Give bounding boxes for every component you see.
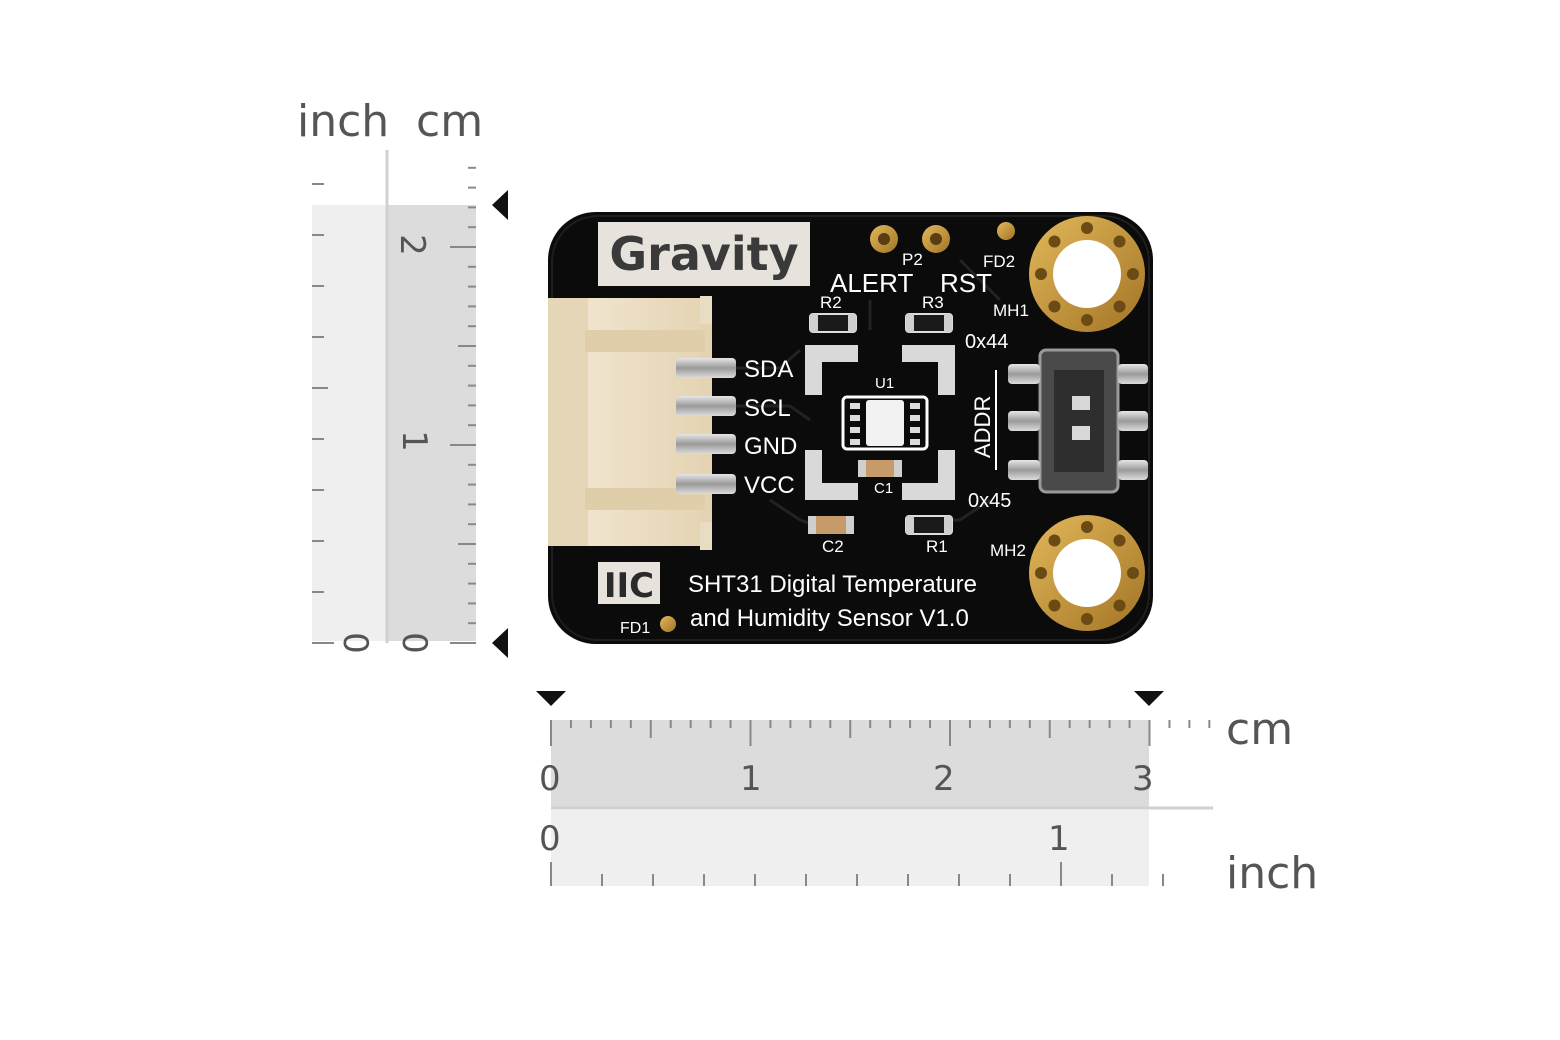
address-slide-switch [1038,348,1120,494]
chip-pad [910,415,920,421]
label-0x44: 0x44 [965,331,1008,353]
horizontal-ruler-unit-inch: inch [1226,848,1319,899]
capacitor-c1 [858,460,902,477]
switch-pad [1118,364,1148,384]
label-addr: ADDR [970,396,995,458]
triangle-marker-left [536,691,566,706]
via [1113,599,1126,612]
fd1-fiducial [660,616,676,632]
pin-label-gnd: GND [744,433,797,460]
via [1048,235,1061,248]
label-r1: R1 [926,537,948,556]
chip-pad [910,439,920,445]
via [1113,534,1126,547]
via [1035,567,1047,579]
switch-pad [1118,460,1148,480]
horizontal-cm-label-2: 2 [933,759,955,799]
jst-connector [548,296,712,550]
connector-pin [676,396,736,416]
vertical-ruler-unit-cm: cm [416,96,484,147]
logo-gravity: Gravity [609,227,798,281]
pin-label-scl: SCL [744,395,791,422]
horizontal-cm-label-0: 0 [539,759,561,799]
via [1127,268,1139,280]
cm-ticks [450,166,476,644]
label-mh2: MH2 [990,541,1026,560]
horizontal-ruler [536,691,1213,886]
horizontal-cm-label-1: 1 [740,759,762,799]
label-alert: ALERT [830,268,913,298]
switch-pad [1008,460,1040,480]
board-title-line1: SHT31 Digital Temperature [688,571,977,598]
via [1127,567,1139,579]
chip-pad [850,439,860,445]
iic-badge [598,562,660,604]
logo-background [598,222,810,286]
switch-pad [1008,364,1040,384]
mounting-hole-mh1 [1029,216,1145,332]
pin-label-sda: SDA [744,356,793,383]
board-title-line2: and Humidity Sensor V1.0 [690,605,969,632]
label-c1: C1 [874,480,893,497]
inch-ticks [550,862,1164,886]
horizontal-inch-label-1: 1 [1048,819,1070,859]
iic-badge-text: IIC [604,566,654,606]
vertical-cm-label-1: 1 [393,430,434,452]
via [1081,222,1093,234]
label-0x45: 0x45 [968,490,1011,512]
switch-pad [1118,411,1148,431]
via [1113,300,1126,313]
label-r3: R3 [922,293,944,312]
sensor-board: Gravity SDA SCL GND VCC P2 ALERT RST FD2 [548,212,1153,644]
vertical-cm-label-0: 0 [393,632,434,654]
via [1081,613,1093,625]
horizontal-inch-label-0: 0 [539,819,561,859]
vertical-cm-label-2: 2 [391,234,432,256]
chip-pad [910,403,920,409]
pin-label-vcc: VCC [744,472,795,499]
label-mh1: MH1 [993,301,1029,320]
via [1048,599,1061,612]
chip-pad [850,427,860,433]
via [1048,534,1061,547]
vertical-ruler-unit-inch: inch [297,96,390,147]
label-rst: RST [940,268,992,298]
sht31-sensor [866,400,904,446]
capacitor-c2 [808,516,854,534]
horizontal-cm-label-3: 3 [1132,759,1154,799]
chip-pad [850,403,860,409]
chip-pad [910,427,920,433]
label-c2: C2 [822,537,844,556]
triangle-marker-top [492,190,508,220]
connector-pins [676,358,736,494]
via [1081,314,1093,326]
connector-pin [676,434,736,454]
via [1048,300,1061,313]
connector-pin [676,358,736,378]
triangle-marker-right [1134,691,1164,706]
label-fd1: FD1 [620,620,650,637]
cm-ticks [550,720,1211,746]
sensor-keepout-marks [805,345,955,500]
chip-pad [850,415,860,421]
switch-pad [1008,411,1040,431]
label-r2: R2 [820,293,842,312]
inch-ticks [312,183,334,644]
via [1113,235,1126,248]
mounting-hole-mh2 [1029,515,1145,631]
fd2-fiducial [997,222,1015,240]
via [1035,268,1047,280]
vertical-inch-label-0: 0 [334,632,375,654]
label-p2: P2 [902,250,923,269]
via [1081,521,1093,533]
triangle-marker-bottom [492,628,508,658]
horizontal-ruler-unit-cm: cm [1226,704,1294,755]
label-fd2: FD2 [983,252,1015,271]
vertical-ruler [312,150,508,658]
label-u1: U1 [875,375,894,392]
connector-pin [676,474,736,494]
